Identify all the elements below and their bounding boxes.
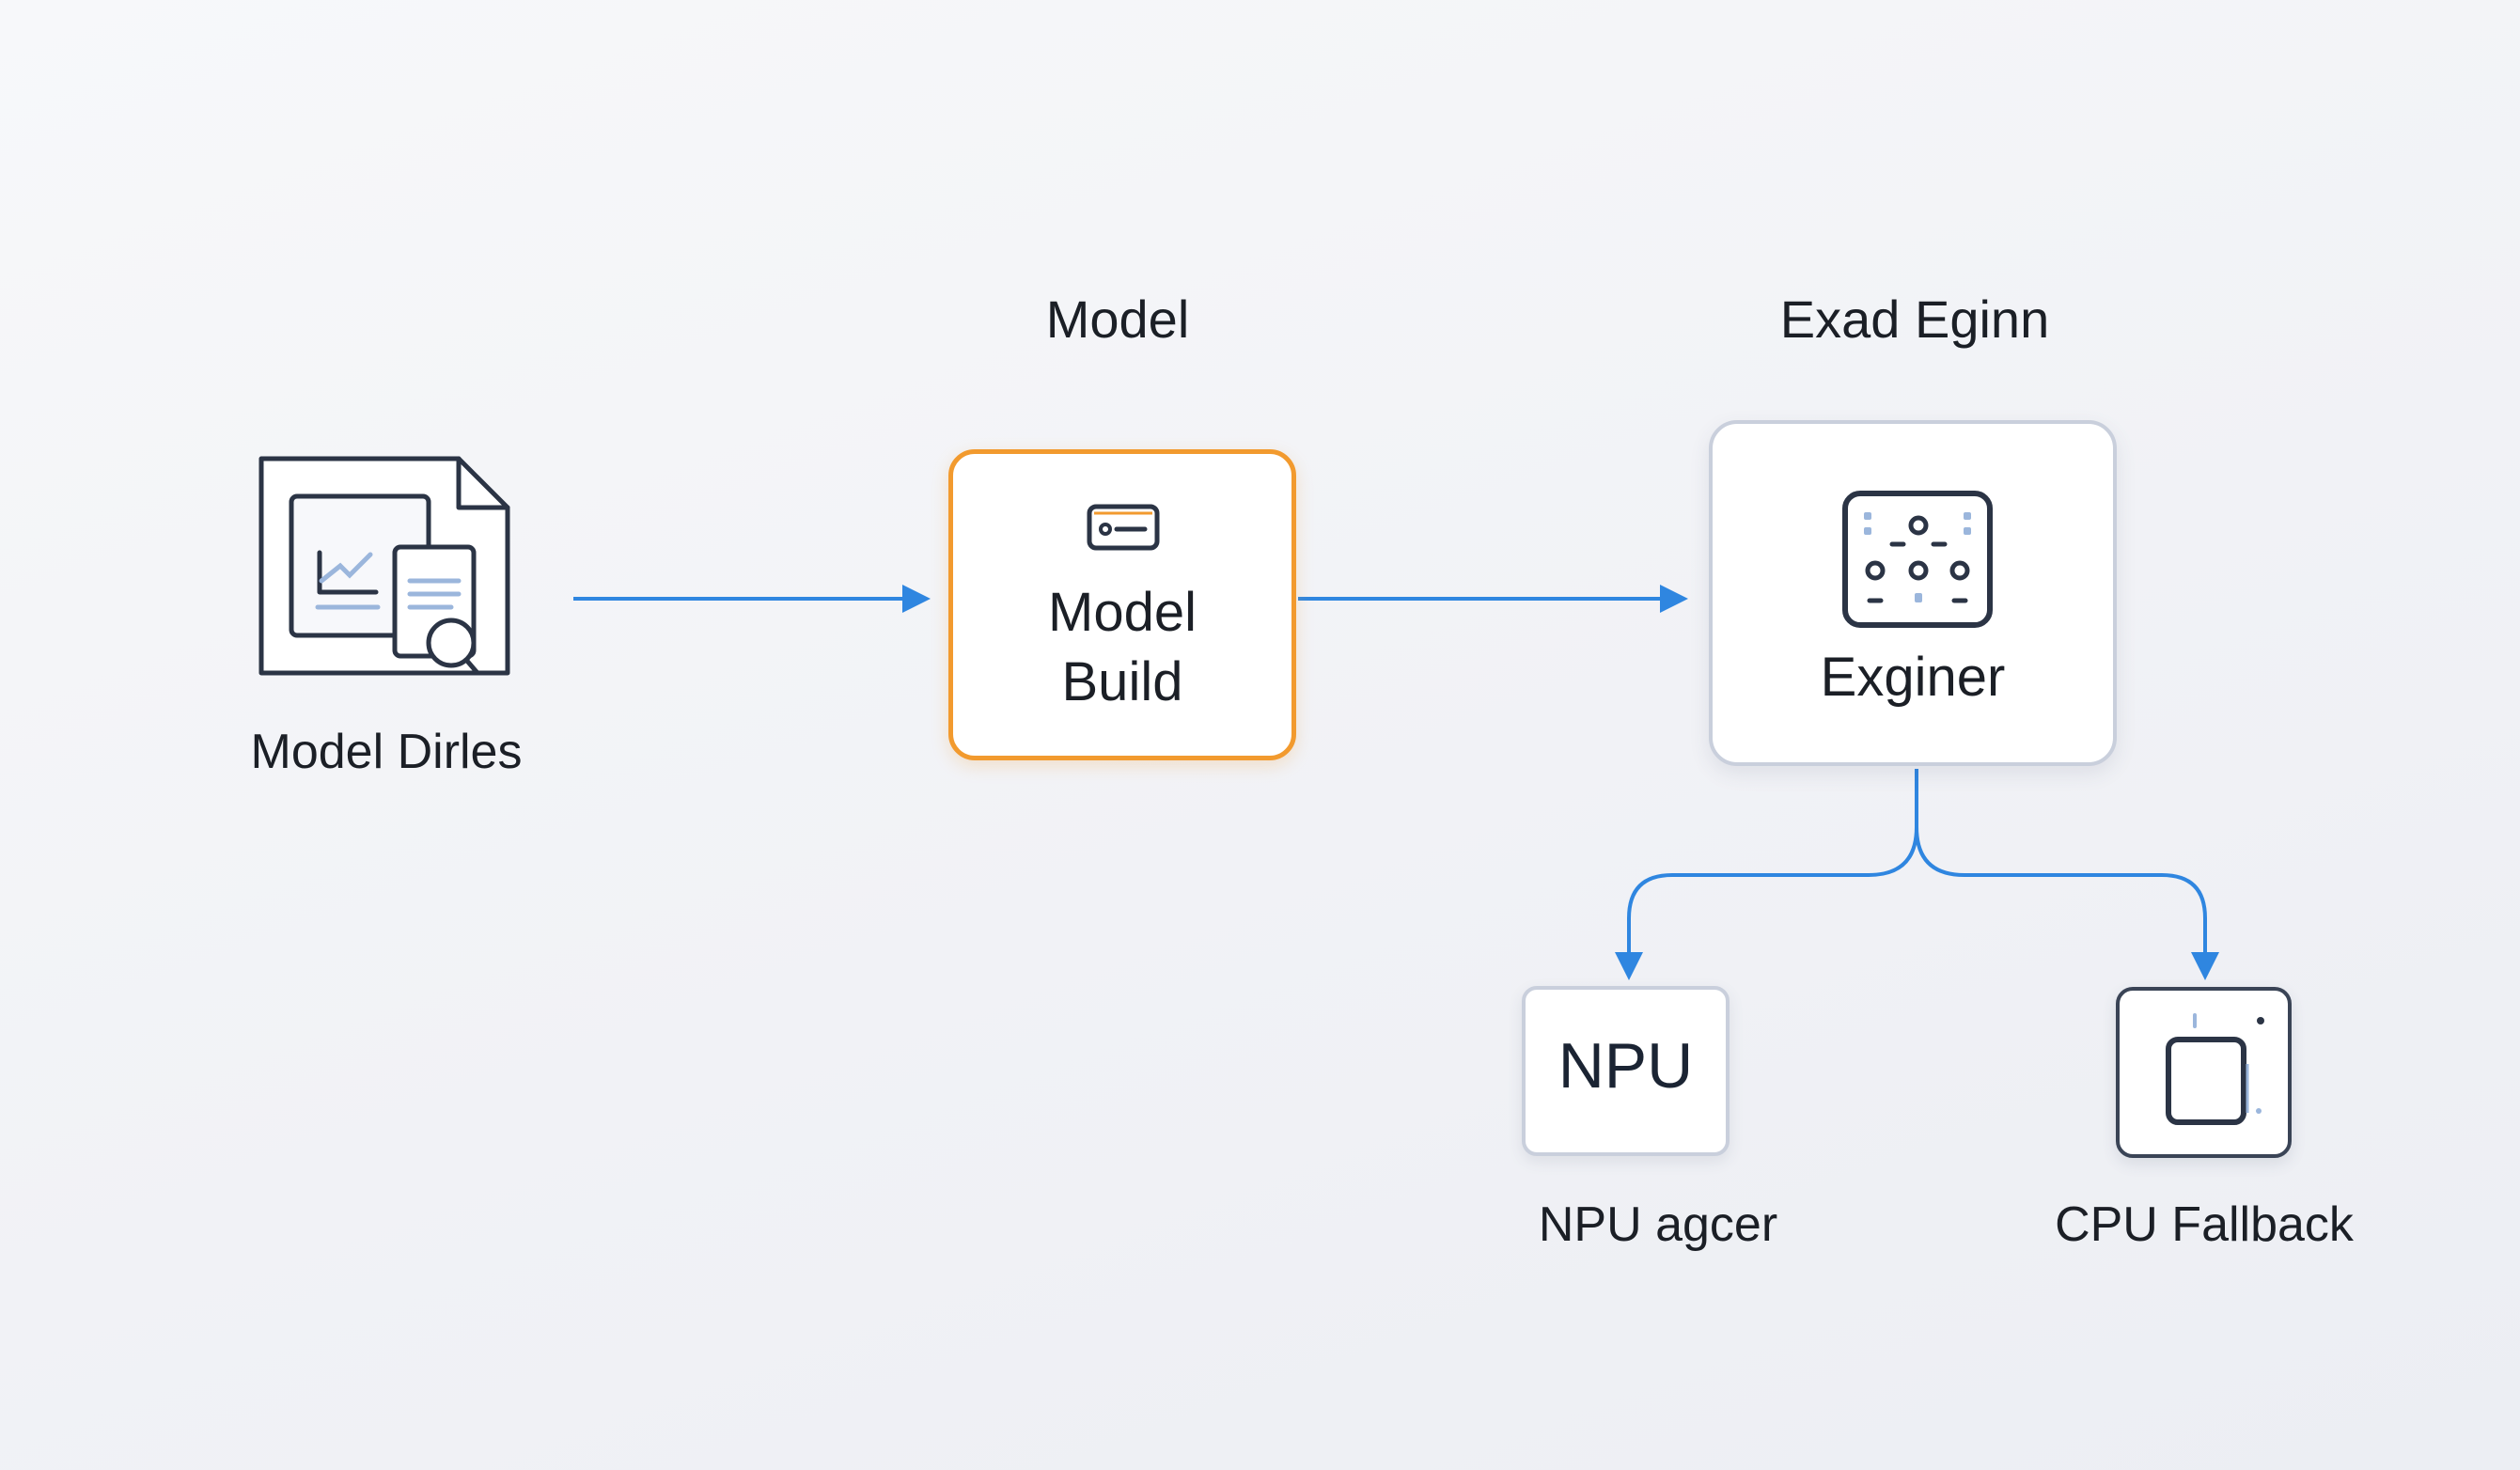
arrow-files-to-build	[573, 585, 931, 613]
heading-engine: Exad Eginn	[1779, 289, 2050, 349]
model-build-line2: Build	[1061, 651, 1183, 712]
model-build-line1: Model	[1048, 582, 1197, 643]
id-card-icon	[1087, 504, 1160, 551]
arrow-build-to-engine	[1298, 585, 1688, 613]
heading-model: Model	[1045, 289, 1190, 349]
cpu-fallback-label: CPU Fallback	[2055, 1197, 2354, 1252]
model-files-label: Model Dirles	[250, 725, 523, 779]
npu-card[interactable]: NPU	[1522, 986, 1730, 1156]
npu-label: NPU agcer	[1538, 1197, 1778, 1252]
engine-card[interactable]: Exginer	[1709, 420, 2117, 766]
cpu-fallback-card[interactable]	[2116, 987, 2292, 1158]
cpu-square-icon	[2166, 1013, 2264, 1125]
chip-grid-icon	[1842, 491, 1993, 628]
npu-box-text: NPU	[1557, 1030, 1694, 1102]
engine-label: Exginer	[1820, 647, 2006, 708]
model-build-card[interactable]: Model Build	[948, 449, 1296, 760]
model-files-icon	[258, 456, 510, 676]
arrow-engine-branch	[1615, 769, 2219, 980]
